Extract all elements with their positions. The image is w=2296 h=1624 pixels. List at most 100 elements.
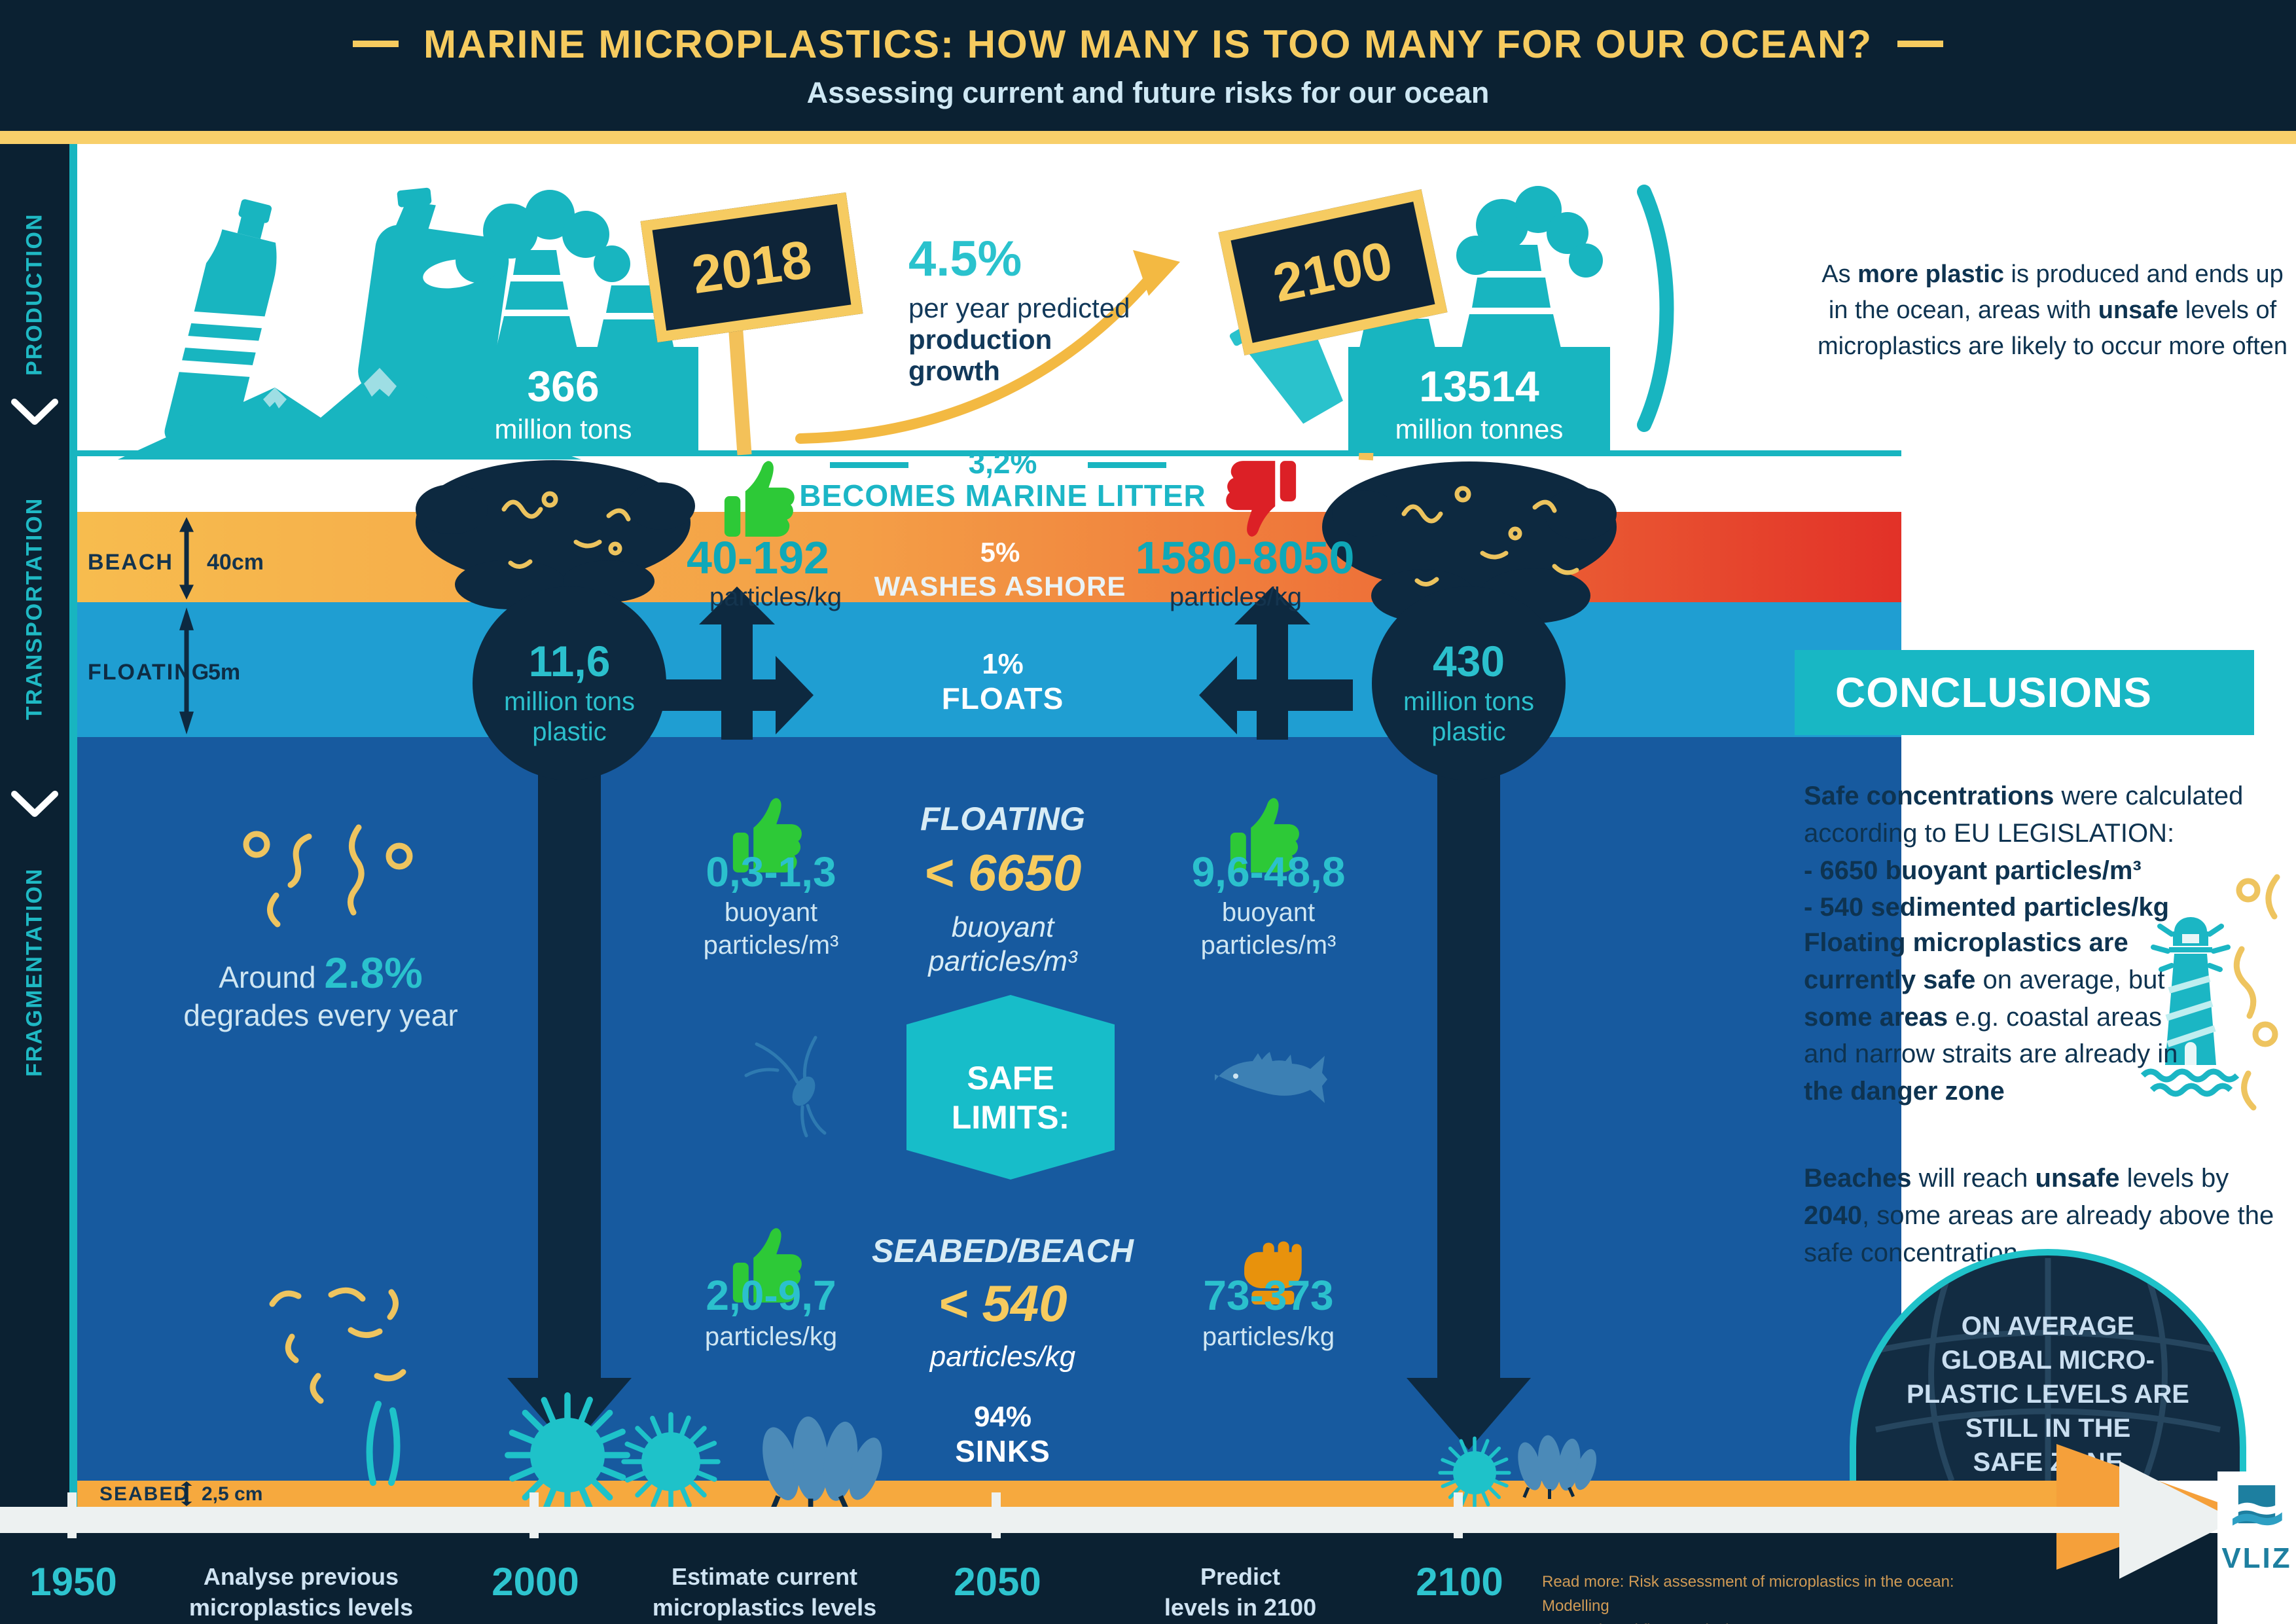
safe-limits-line1: SAFE	[967, 1060, 1054, 1096]
note-seg-bold: unsafe	[2098, 297, 2179, 325]
sidebar-divider	[69, 144, 77, 1507]
beach-future-unit: particles/kg	[1169, 583, 1302, 611]
beach-now-unit: particles/kg	[709, 583, 842, 611]
p2-seg-bold: some areas	[1804, 1002, 1948, 1032]
timeline-year-2000: 2000	[492, 1560, 579, 1604]
growth-line1: per year predicted	[908, 293, 1130, 323]
p3-seg-bold: 2040	[1804, 1200, 1862, 1230]
sinks-pct: 94%	[973, 1401, 1032, 1433]
header: MARINE MICROPLASTICS: HOW MANY IS TOO MA…	[0, 0, 2296, 131]
sink-arrow-left-shaft	[538, 749, 601, 1381]
fish-icon	[1215, 1052, 1327, 1103]
floats-label: FLOATS	[941, 681, 1064, 715]
header-accent-strip	[0, 131, 2296, 144]
caption-line: Estimate current	[671, 1563, 858, 1590]
timeline-arrow	[2119, 1461, 2236, 1579]
floating-future-unit2: particles/m³	[1200, 931, 1336, 960]
title-dash-right	[1897, 41, 1944, 47]
p3-seg: levels by	[2119, 1164, 2229, 1193]
kelp-icon	[366, 1401, 401, 1486]
floating-now-unit1: buoyant	[724, 898, 818, 927]
vliz-logo-icon	[2233, 1485, 2282, 1526]
conclusions-p2: Floating microplastics are currently saf…	[1804, 924, 2183, 1110]
float-now-unit2: plastic	[532, 717, 607, 746]
floating-future-value: 9,6-48,8	[1191, 848, 1346, 895]
floating-row-title: FLOATING	[920, 801, 1085, 837]
up-arrow-right-head	[1234, 586, 1310, 624]
beach-now-value: 40-192	[687, 532, 829, 583]
conclusions-header: CONCLUSIONS	[1795, 650, 2254, 735]
washes-pct: 5%	[980, 537, 1020, 568]
growth-line3: growth	[908, 355, 1000, 386]
globe-statement: ON AVERAGE GLOBAL MICRO- PLASTIC LEVELS …	[1891, 1309, 2205, 1479]
growth-pct: 4.5%	[908, 231, 1022, 287]
seabed-depth: 2,5 cm	[202, 1483, 263, 1505]
timeline-band	[0, 1507, 2121, 1533]
globe-line: ON AVERAGE	[1961, 1312, 2135, 1341]
production-note: As more plastic is produced and ends up …	[1817, 257, 2288, 365]
litter-pct: 3,2%	[968, 446, 1037, 480]
sink-arrow-right-shaft	[1437, 749, 1500, 1381]
production-2100-amount: 13514	[1419, 362, 1539, 410]
factory-2018-base: 366 million tons	[428, 347, 698, 453]
sidebar-item-production: PRODUCTION	[22, 213, 47, 376]
seabed-band	[77, 1481, 2060, 1507]
title-dash-left	[352, 41, 399, 47]
timeline-year-2100: 2100	[1416, 1560, 1503, 1604]
floating-depth: 5m	[208, 660, 241, 685]
floating-limit-unit1: buoyant	[951, 911, 1054, 943]
safe-limits-line2: LIMITS:	[951, 1099, 1070, 1136]
bracket-swoosh-icon	[1637, 185, 1674, 432]
note-seg: levels of microplastics are likely to oc…	[1817, 297, 2288, 361]
float-now-value: 11,6	[528, 637, 611, 685]
sea-urchin-icon	[505, 1393, 630, 1517]
p2-seg-bold: the danger zone	[1804, 1077, 2005, 1106]
float-now-unit1: million tons	[503, 687, 636, 716]
timeline-year-2050: 2050	[954, 1560, 1041, 1604]
p1-limit1: - 6650 buoyant particles/m³	[1804, 856, 2142, 885]
beach-depth: 40cm	[207, 550, 264, 575]
conclusions-p1: Safe concentrations were calculated acco…	[1804, 778, 2282, 926]
float-future-unit2: plastic	[1431, 717, 1506, 746]
degrade-pct: 2.8%	[324, 948, 423, 997]
production-2018-unit: million tons	[494, 414, 632, 444]
right-arrow-head	[776, 656, 814, 734]
floating-now-value: 0,3-1,3	[706, 848, 836, 895]
floating-limit-value: < 6650	[924, 844, 1082, 901]
float-now-circle: 11,6 million tons plastic	[473, 586, 666, 780]
caption-line: levels in 2100	[1164, 1593, 1317, 1621]
plankton-icon	[744, 1036, 827, 1138]
microplastics-squiggles	[243, 824, 413, 928]
page-title: MARINE MICROPLASTICS: HOW MANY IS TOO MA…	[423, 22, 1873, 66]
up-arrow-left-head	[699, 586, 775, 624]
seabed-future-value: 73-373	[1203, 1272, 1334, 1319]
conclusions-title: CONCLUSIONS	[1835, 669, 2152, 716]
growth-note: 4.5% per year predicted production growt…	[908, 230, 1170, 387]
caption-line: microplastics levels	[652, 1593, 877, 1621]
floats-pct: 1%	[982, 648, 1024, 680]
growth-line2: production	[908, 324, 1052, 355]
note-seg: As	[1821, 261, 1858, 288]
plastic-splat-left	[416, 460, 695, 609]
seabed-limit-unit: particles/kg	[929, 1341, 1076, 1373]
vliz-logo[interactable]: VLIZ	[2217, 1471, 2296, 1624]
factory-2100-icon	[1359, 186, 1603, 348]
p1-seg-bold: Safe concentrations	[1804, 782, 2054, 810]
read-more-reference[interactable]: Read more: Risk assessment of microplast…	[1542, 1570, 1987, 1624]
degrade-note-line1: Around 2.8%	[219, 948, 423, 998]
depth-arrow-icon	[175, 517, 198, 600]
sidebar-item-transportation: TRANSPORTATION	[22, 497, 47, 721]
factory-2100-base: 13514 million tonnes	[1348, 347, 1610, 453]
timeline-tick	[1454, 1492, 1463, 1538]
floating-band	[77, 602, 1901, 737]
litter-dash-left	[830, 462, 908, 468]
p2-seg: e.g. coastal areas and narrow straits ar…	[1804, 1002, 2178, 1069]
sea-urchin-icon	[1439, 1437, 1511, 1509]
floating-future-unit1: buoyant	[1221, 898, 1316, 927]
floating-limit-unit2: particles/m³	[928, 945, 1077, 977]
sign-2100-label: 2100	[1268, 230, 1398, 314]
waterline	[77, 450, 1901, 456]
timeline-caption-1: Analyse previous microplastics levels	[189, 1562, 413, 1623]
right-arrow-shaft	[660, 679, 776, 711]
sinks-label: SINKS	[955, 1434, 1050, 1468]
